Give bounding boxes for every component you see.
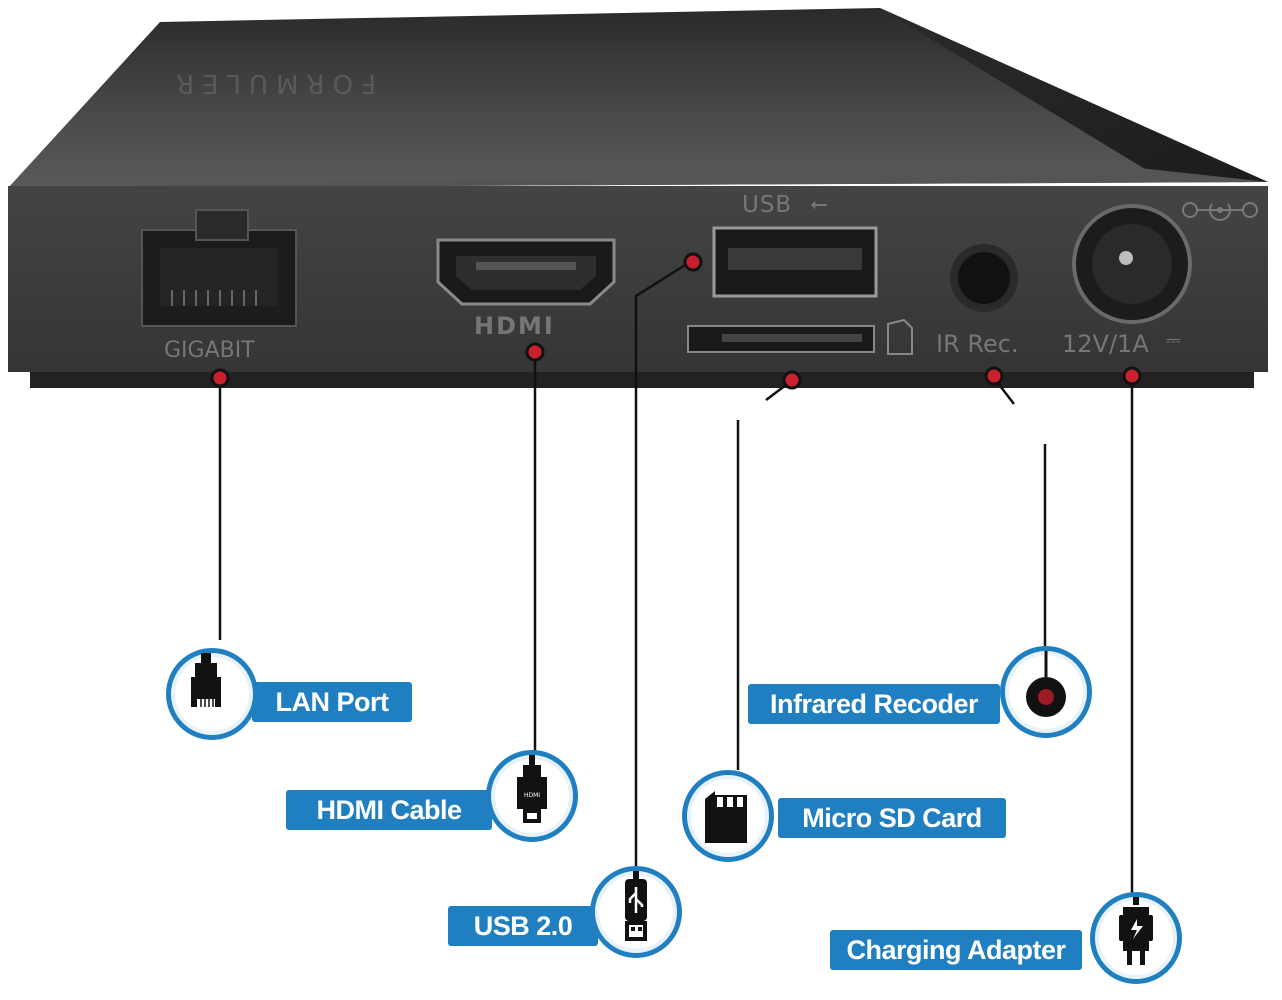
usb-label-callout: USB 2.0 [448,906,598,946]
ethernet-plug-icon [191,653,221,707]
power-icon-circle [1090,892,1182,984]
infrared-sensor-icon [1026,651,1066,717]
device-bevel-face [20,168,1268,188]
brand-logo: FORMULER [168,68,376,98]
power-label: 12V/1A [1062,330,1149,358]
dc-jack [1072,202,1258,324]
device-bevel [880,8,1268,182]
ir-label: IR Rec. [936,330,1019,358]
sd-label: Micro SD Card [778,798,1006,838]
hdmi-plug-icon: HDMI [517,755,547,823]
charging-label: Charging Adapter [830,930,1082,970]
dc-symbol-icon: ⎓ [1166,330,1181,351]
device-top [8,8,1268,188]
usb-symbol-icon: ⭠ [810,192,828,217]
sd-icon-circle [682,770,774,862]
sd-slot [687,318,913,355]
svg-text:HDMI: HDMI [524,792,540,799]
infrared-label: Infrared Recoder [748,684,1000,724]
usb-port [712,226,878,298]
usb-label: USB [742,192,793,218]
hdmi-icon-circle: HDMI [486,750,578,842]
usb-plug-icon [625,871,647,941]
lan-icon-circle [166,648,258,740]
hdmi-cable-label: HDMI Cable [286,790,492,830]
ethernet-port [141,209,297,327]
power-plug-icon [1119,897,1153,965]
hdmi-port [436,238,616,306]
indicator-dots [210,252,1142,390]
device-bottom-lip [30,372,1254,388]
hdmi-label: HDMI [474,312,555,340]
connector-lines [218,260,1134,898]
ir-jack [950,244,1018,312]
sd-card-icon [705,791,747,843]
infrared-icon-circle [1000,646,1092,738]
gigabit-label: GIGABIT [164,338,255,363]
lan-port-label: LAN Port [252,682,412,722]
usb-icon-circle [590,866,682,958]
